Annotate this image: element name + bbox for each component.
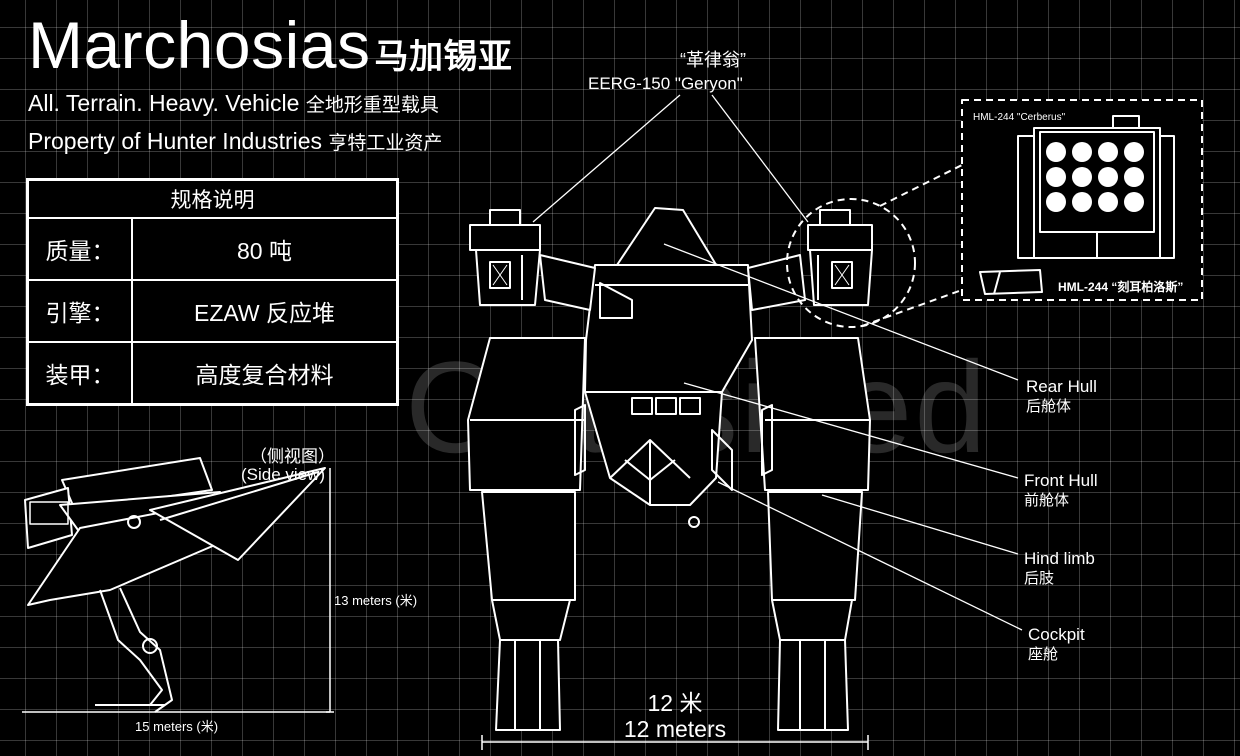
callout-hind-limb-en: Hind limb (1024, 549, 1095, 568)
spec-table: 规格说明 质量： 80 吨 引擎： EZAW 反应堆 装甲： 高度复合材料 (26, 178, 399, 406)
callout-front-hull: Front Hull 前舱体 (1024, 471, 1098, 511)
inset-title: HML-244 "Cerberus" (973, 112, 1066, 123)
page-title-en: Marchosias (28, 8, 371, 82)
side-view-length-label: 15 meters (米) (135, 719, 219, 734)
left-upper-leg (467, 337, 586, 491)
callout-leader-lines (532, 94, 1023, 631)
spec-value: EZAW 反应堆 (131, 279, 399, 343)
width-dimension-label: 12 米 12 meters (600, 690, 750, 742)
callout-rear-hull: Rear Hull 后舱体 (1026, 377, 1097, 417)
callout-rear-hull-en: Rear Hull (1026, 377, 1097, 396)
table-row: 引擎： EZAW 反应堆 (26, 279, 399, 343)
right-lower-leg (767, 491, 863, 601)
inset-label-cn: HML-244 “刻耳柏洛斯” (1058, 280, 1184, 294)
subtitle-owner-en: Property of Hunter Industries (28, 128, 323, 154)
table-row: 装甲： 高度复合材料 (26, 341, 399, 406)
left-foot (495, 639, 561, 731)
subtitle-vehicle-class: All. Terrain. Heavy. Vehicle 全地形重型载具 (28, 89, 439, 120)
front-hull (584, 391, 723, 506)
callout-hind-limb-cn: 后肢 (1024, 570, 1055, 587)
callout-cockpit-en: Cockpit (1028, 625, 1085, 644)
width-dimension-cn: 12 米 (647, 690, 703, 716)
spec-key: 引擎： (26, 279, 133, 343)
callout-cockpit: Cockpit 座舱 (1028, 625, 1085, 665)
spec-key: 质量： (26, 217, 133, 281)
callout-cockpit-cn: 座舱 (1028, 646, 1059, 663)
spec-value: 80 吨 (131, 217, 399, 281)
side-view-title-en: (Side view) (241, 465, 326, 484)
spec-value: 高度复合材料 (131, 341, 399, 406)
weapon-name-cn: “革律翁” (680, 50, 746, 70)
subtitle-vehicle-class-cn: 全地形重型载具 (305, 95, 439, 116)
subtitle-vehicle-class-en: All. Terrain. Heavy. Vehicle (28, 90, 300, 116)
mech-front-view (467, 207, 873, 731)
callout-rear-hull-cn: 后舱体 (1026, 398, 1072, 415)
left-launcher (469, 209, 541, 306)
spec-key: 装甲： (26, 341, 133, 406)
left-lower-leg (481, 491, 576, 601)
width-dimension-line (481, 735, 869, 750)
right-foot (777, 639, 849, 731)
callout-hind-limb: Hind limb 后肢 (1024, 549, 1095, 589)
callout-front-hull-cn: 前舱体 (1024, 492, 1070, 509)
side-view-dimension-lines (22, 468, 334, 713)
subtitle-owner: Property of Hunter Industries 亨特工业资产 (28, 127, 442, 158)
callout-front-hull-en: Front Hull (1024, 471, 1098, 490)
side-view-height-label: 13 meters (米) (334, 593, 418, 608)
right-launcher (807, 209, 873, 306)
spec-table-heading: 规格说明 (26, 178, 399, 219)
cerberus-launcher-detail (979, 115, 1175, 295)
width-dimension-en: 12 meters (623, 716, 727, 742)
side-view-sketch (24, 457, 326, 713)
inset-magnifier (786, 164, 963, 328)
page-title-cn: 马加锡亚 (374, 38, 513, 76)
weapon-name-en: EERG-150 "Geryon" (588, 74, 743, 93)
side-view-title-cn: （侧视图） (250, 447, 335, 466)
table-row: 质量： 80 吨 (26, 217, 399, 281)
subtitle-owner-cn: 亨特工业资产 (328, 133, 443, 154)
right-upper-leg (754, 337, 871, 491)
